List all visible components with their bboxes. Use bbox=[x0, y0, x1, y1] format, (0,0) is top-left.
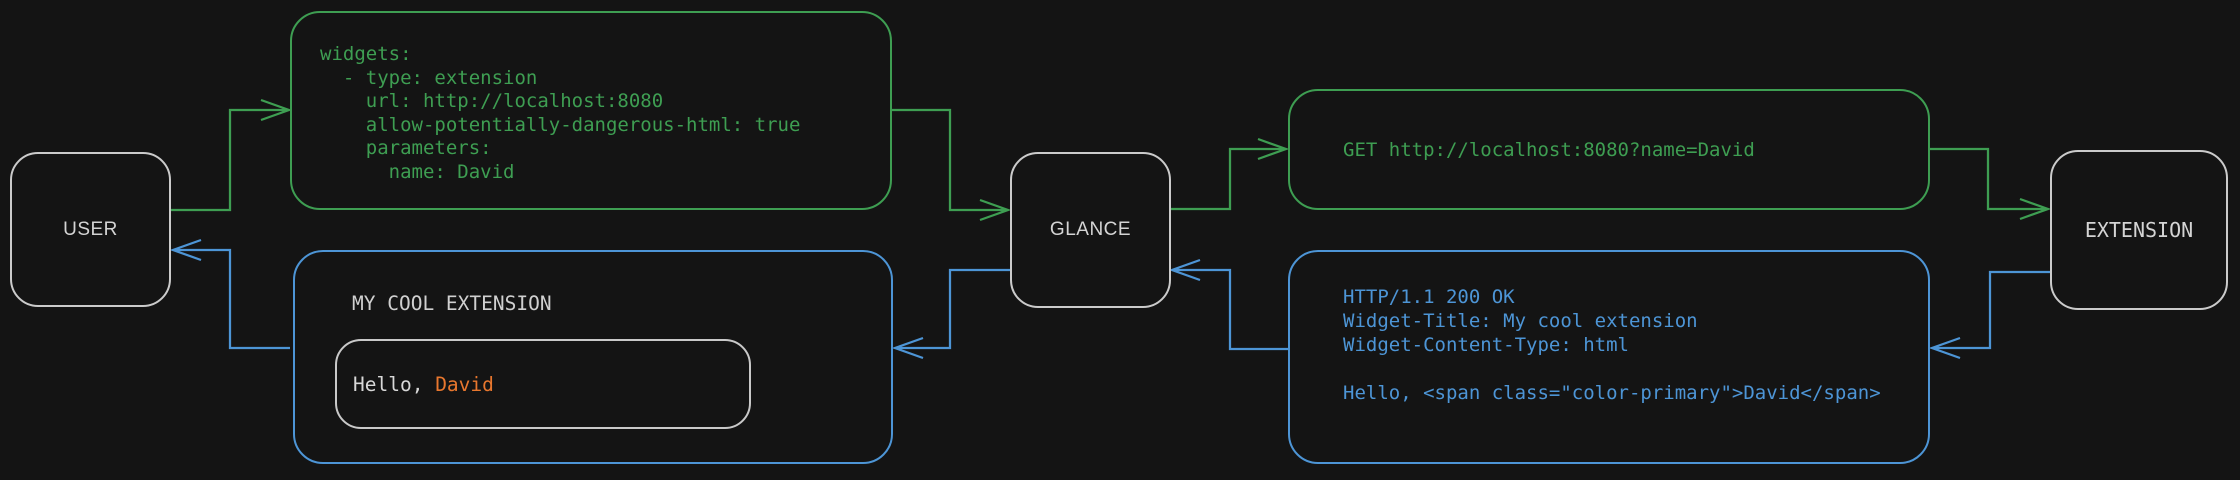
http-request-box: GET http://localhost:8080?name=David bbox=[1288, 89, 1930, 210]
edge-request-to-extension bbox=[1930, 147, 2052, 221]
extension-node: EXTENSION bbox=[2050, 150, 2228, 310]
http-response-code: HTTP/1.1 200 OK Widget-Title: My cool ex… bbox=[1343, 286, 1881, 404]
glance-node: GLANCE bbox=[1010, 152, 1171, 308]
edge-glance-to-request bbox=[1171, 137, 1290, 211]
http-response-box: HTTP/1.1 200 OK Widget-Title: My cool ex… bbox=[1288, 250, 1930, 464]
widget-greeting-text: Hello, bbox=[353, 372, 436, 396]
config-yaml-code: widgets: - type: extension url: http://l… bbox=[320, 43, 801, 183]
widget-greeting-name: David bbox=[435, 372, 494, 396]
user-node-label: USER bbox=[63, 218, 118, 240]
edge-user-to-config bbox=[171, 98, 293, 212]
widget-title: MY COOL EXTENSION bbox=[352, 292, 552, 315]
edge-extension-to-response bbox=[1928, 270, 2050, 360]
extension-node-label: EXTENSION bbox=[2084, 218, 2194, 242]
widget-inner-box: Hello, David bbox=[335, 339, 751, 429]
rendered-widget-box: MY COOL EXTENSION Hello, David bbox=[293, 250, 893, 464]
edge-widget-to-user bbox=[169, 238, 290, 350]
edge-glance-to-widget bbox=[891, 268, 1010, 360]
edge-config-to-glance bbox=[892, 108, 1012, 222]
config-yaml-box: widgets: - type: extension url: http://l… bbox=[290, 11, 892, 210]
edge-response-to-glance bbox=[1168, 258, 1288, 351]
user-node: USER bbox=[10, 152, 171, 307]
http-request-code: GET http://localhost:8080?name=David bbox=[1343, 138, 1755, 161]
glance-node-label: GLANCE bbox=[1049, 219, 1132, 240]
